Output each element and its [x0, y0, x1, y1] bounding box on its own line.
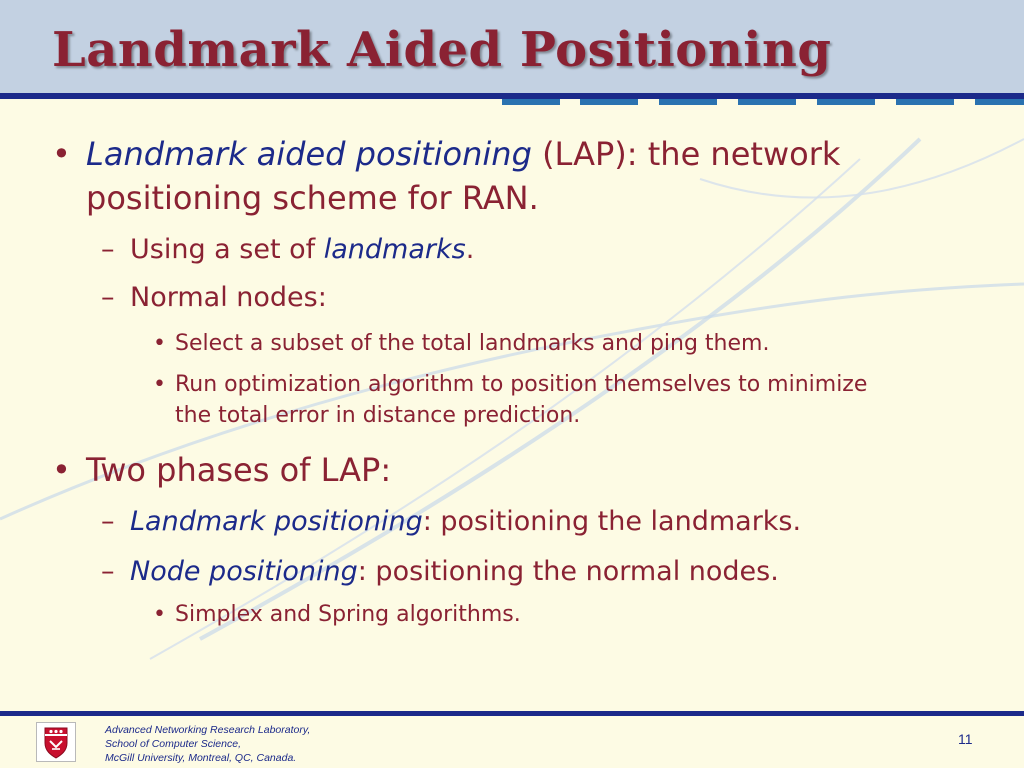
footer-line: Advanced Networking Research Laboratory, — [105, 724, 311, 736]
bullet-1-emphasis: Landmark aided positioning — [86, 135, 532, 173]
bullet-1-sub-2-item-2: Run optimization algorithm to position t… — [175, 372, 868, 397]
bullet-2: Two phases of LAP: — [86, 451, 392, 489]
bullet-1-sub-2-item-1: Select a subset of the total landmarks a… — [175, 331, 770, 356]
bullet-2-sub-1: Landmark positioning: positioning the la… — [130, 503, 801, 541]
bullet-1-sub-1-emphasis: landmarks — [323, 234, 466, 265]
rule-dash — [502, 99, 560, 105]
rule-dash — [738, 99, 796, 105]
bullet-marker: • — [52, 451, 71, 489]
bullet-1-sub-1-text: Using a set of — [130, 234, 324, 265]
rule-dash — [975, 99, 1024, 105]
bullet-1-sub-2-item-2-continuation: the total error in distance prediction. — [175, 403, 581, 428]
footer-line: McGill University, Montreal, QC, Canada. — [105, 752, 297, 764]
bullet-marker: • — [52, 135, 71, 173]
rule-dash — [896, 99, 954, 105]
bullet-2-sub-1-text: : positioning the landmarks. — [422, 506, 802, 537]
title-rule — [0, 93, 1024, 99]
background-swoosh — [0, 137, 1024, 660]
bullet-marker: • — [153, 372, 166, 397]
rule-dash — [659, 99, 717, 105]
rule-dash — [580, 99, 638, 105]
dash-marker: – — [101, 556, 115, 587]
rule-dash — [817, 99, 875, 105]
bullet-2-sub-2-item-1: Simplex and Spring algorithms. — [175, 602, 521, 627]
bullet-2-sub-2: Node positioning: positioning the normal… — [130, 553, 779, 591]
bullet-1-continuation: positioning scheme for RAN. — [86, 179, 539, 217]
page-title: Landmark Aided Positioning — [52, 22, 832, 78]
bullet-marker: • — [153, 331, 166, 356]
bullet-1-sub-1: Using a set of landmarks. — [130, 231, 474, 269]
bullet-1-sub-1-suffix: . — [465, 234, 475, 265]
footer-line: School of Computer Science, — [105, 738, 241, 750]
footer-affiliation: Advanced Networking Research Laboratory,… — [105, 723, 310, 765]
bullet-1-sub-2: Normal nodes: — [130, 282, 327, 313]
title-band: Landmark Aided Positioning — [0, 0, 1024, 93]
bullet-1-text: (LAP): the network — [531, 135, 841, 173]
bullet-2-sub-1-emphasis: Landmark positioning — [130, 506, 423, 537]
dash-marker: – — [101, 506, 115, 537]
dash-marker: – — [101, 234, 115, 265]
bullet-2-sub-2-text: : positioning the normal nodes. — [357, 556, 779, 587]
dash-marker: – — [101, 282, 115, 313]
page-number: 11 — [958, 731, 973, 747]
title-rule-dashes — [502, 99, 1024, 105]
bullet-2-sub-2-emphasis: Node positioning — [130, 556, 358, 587]
mcgill-crest-icon — [36, 722, 76, 762]
bullet-1: Landmark aided positioning (LAP): the ne… — [86, 132, 840, 176]
bullet-marker: • — [153, 602, 166, 627]
footer-rule — [0, 711, 1024, 716]
